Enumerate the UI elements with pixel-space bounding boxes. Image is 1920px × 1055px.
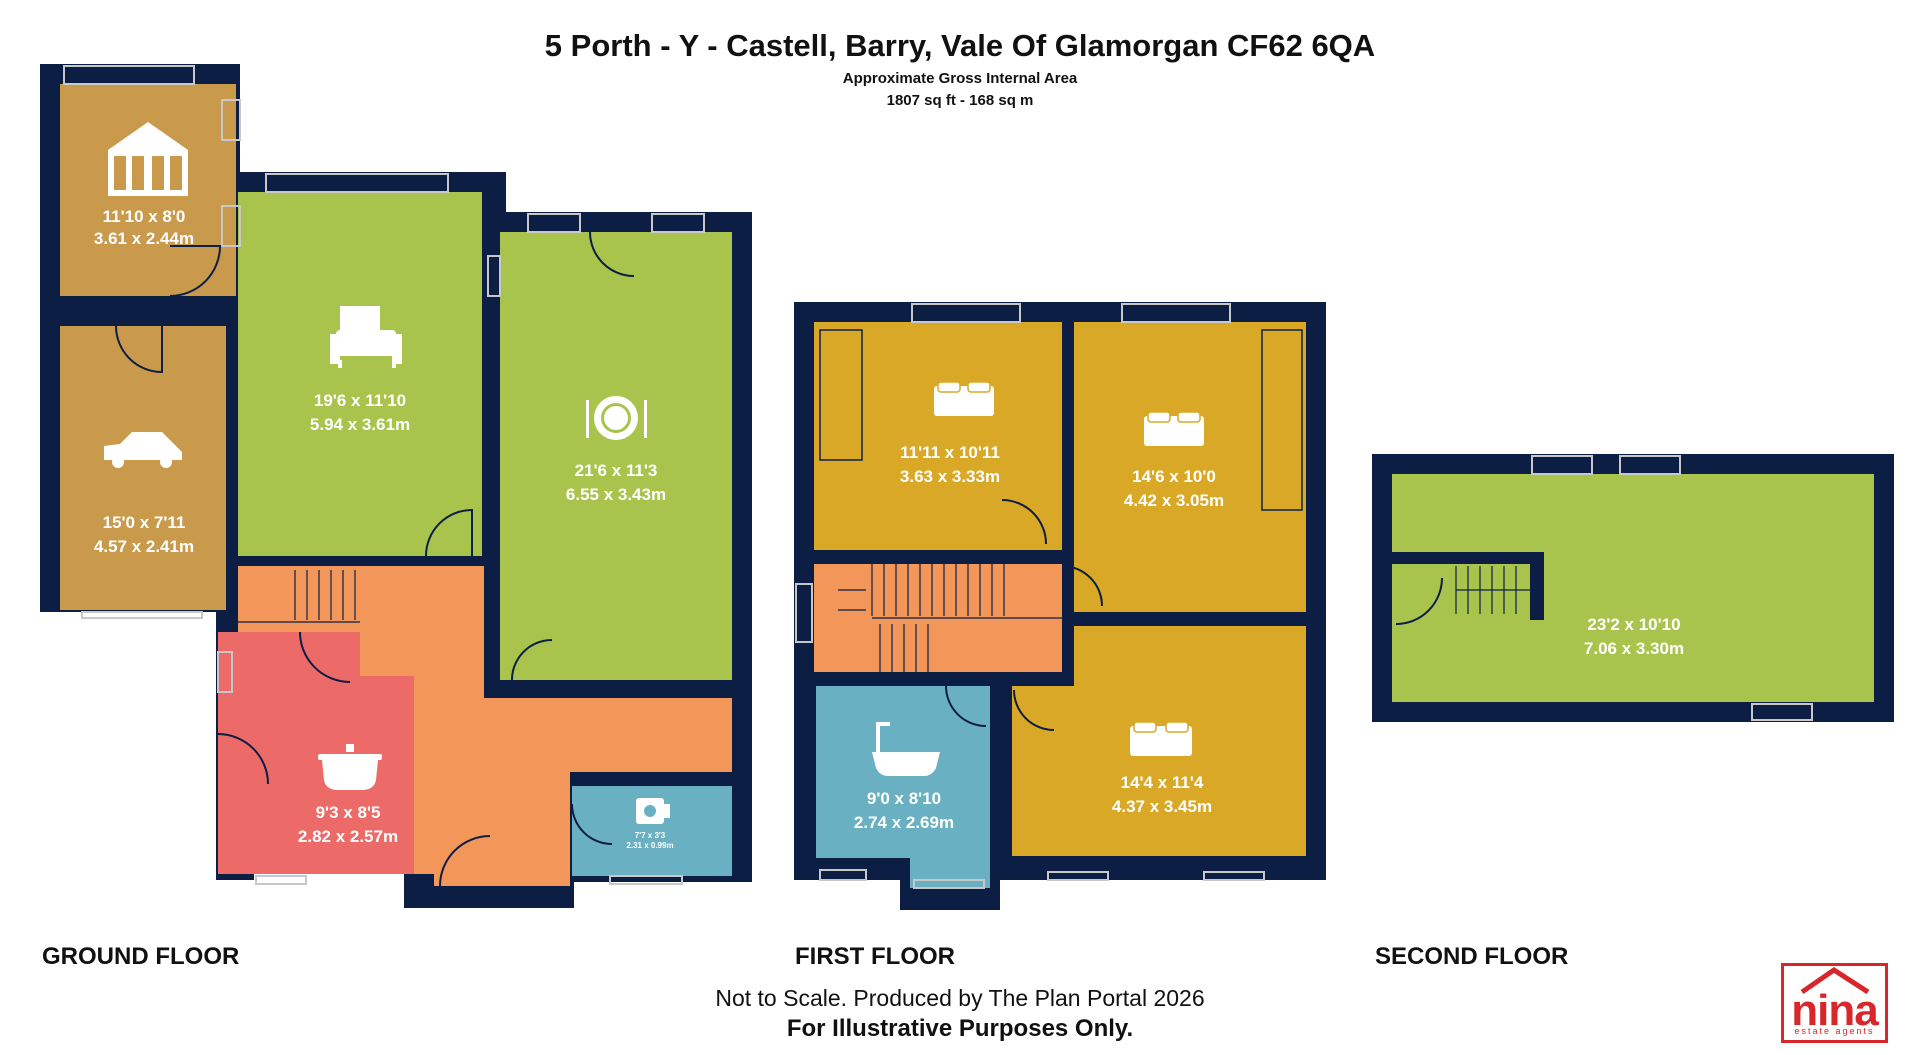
bedroom-2: [1074, 322, 1306, 612]
living-dim-imperial: 19'6 x 11'10: [314, 391, 406, 410]
conservatory-dim-imperial: 11'10 x 8'0: [103, 207, 186, 226]
dining-dim-metric: 6.55 x 3.43m: [566, 485, 666, 504]
bedroom-1: [814, 322, 1062, 550]
plan-title: 5 Porth - Y - Castell, Barry, Vale Of Gl…: [544, 28, 1376, 63]
bed-icon: [1130, 721, 1192, 756]
bedroom-3-dim-metric: 4.37 x 3.45m: [1112, 797, 1212, 816]
area-value: 1807 sq ft - 168 sq m: [886, 92, 1034, 109]
garage-dim-metric: 4.57 x 2.41m: [94, 537, 194, 556]
toilet-roll-icon: [636, 798, 670, 824]
living-room: [238, 192, 482, 556]
first-floor-label: FIRST FLOOR: [795, 943, 955, 970]
ground-floor-plan: 11'10 x 8'0 3.61 x 2.44m 15'0 x 7'11 4.5…: [40, 64, 752, 908]
garage-dim-imperial: 15'0 x 7'11: [103, 513, 186, 532]
wc-dim-imperial: 7'7 x 3'3: [635, 831, 666, 840]
logo-wordmark: nina: [1791, 986, 1878, 1035]
garage-room: [60, 326, 226, 610]
ground-floor-label: GROUND FLOOR: [42, 943, 240, 970]
second-staircase: [1455, 566, 1530, 614]
living-dim-metric: 5.94 x 3.61m: [310, 415, 410, 434]
first-staircase: [838, 564, 1062, 672]
scale-disclaimer: Not to Scale. Produced by The Plan Porta…: [715, 985, 1205, 1011]
bathtub-icon: [872, 722, 940, 776]
first-floor-plan: 11'11 x 10'11 3.63 x 3.33m 14'6 x 10'0 4…: [794, 302, 1326, 910]
bedroom-3-dim-imperial: 14'4 x 11'4: [1121, 773, 1204, 792]
second-floor-plan: 23'2 x 10'10 7.06 x 3.30m: [1372, 454, 1894, 722]
bedroom-1-dim-imperial: 11'11 x 10'11: [900, 443, 1000, 462]
conservatory-dim-metric: 3.61 x 2.44m: [94, 229, 194, 248]
bedroom-2-dim-imperial: 14'6 x 10'0: [1132, 467, 1216, 486]
house-roof-icon: [1800, 966, 1870, 995]
bathroom-dim-imperial: 9'0 x 8'10: [867, 789, 941, 808]
dining-room: [500, 232, 732, 680]
loft-dim-imperial: 23'2 x 10'10: [1587, 615, 1680, 634]
bed-icon: [1144, 411, 1204, 446]
illustrative-disclaimer: For Illustrative Purposes Only.: [786, 1015, 1134, 1042]
plate-cutlery-icon: [586, 396, 647, 440]
bedroom-2-dim-metric: 4.42 x 3.05m: [1124, 491, 1224, 510]
car-icon: [104, 432, 182, 468]
area-caption: Approximate Gross Internal Area: [842, 70, 1078, 87]
bedroom-1-dim-metric: 3.63 x 3.33m: [900, 467, 1000, 486]
kitchen-dim-imperial: 9'3 x 8'5: [316, 803, 381, 822]
ground-staircase: [238, 570, 360, 623]
second-floor-label: SECOND FLOOR: [1375, 943, 1569, 970]
cooking-pot-icon: [318, 744, 382, 790]
agency-logo: nina estate agents: [1781, 963, 1888, 1043]
dining-dim-imperial: 21'6 x 11'3: [575, 461, 658, 480]
bed-icon: [934, 381, 994, 416]
conservatory-icon: [108, 122, 188, 196]
wc-dim-metric: 2.31 x 0.99m: [626, 841, 673, 850]
logo-tagline: estate agents: [1794, 1026, 1875, 1036]
loft-dim-metric: 7.06 x 3.30m: [1584, 639, 1684, 658]
sofa-lamp-icon: [330, 306, 402, 368]
bathroom-dim-metric: 2.74 x 2.69m: [854, 813, 954, 832]
kitchen-dim-metric: 2.82 x 2.57m: [298, 827, 398, 846]
